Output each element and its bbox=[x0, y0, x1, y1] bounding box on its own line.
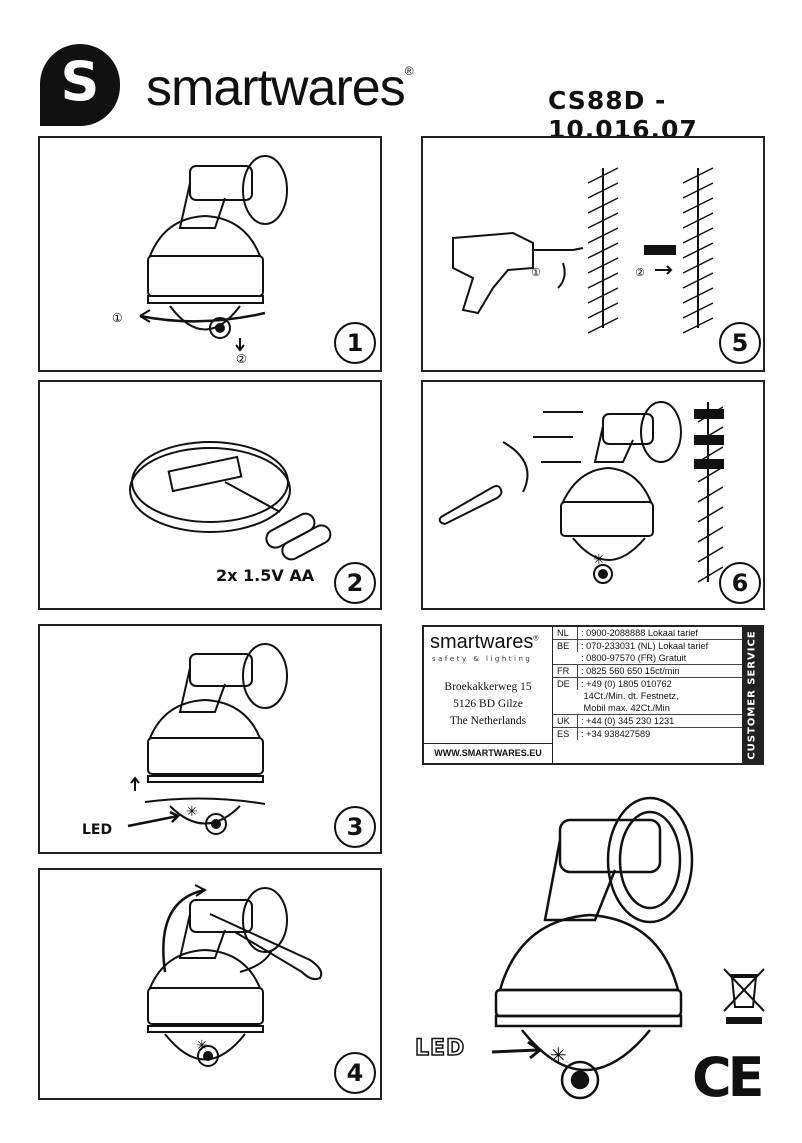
step-number-1: 1 bbox=[334, 322, 376, 364]
svg-text:✳: ✳ bbox=[196, 1038, 208, 1054]
side-label-text: CUSTOMER SERVICE bbox=[746, 630, 758, 760]
svg-text:✳: ✳ bbox=[550, 1043, 567, 1067]
phone-text: : 0825 560 650 15ct/min bbox=[581, 666, 680, 676]
phone-row: 14Ct./Min. dt. Festnetz, bbox=[553, 690, 743, 702]
phone-text: : 0900-2088888 Lokaal tarief bbox=[581, 628, 698, 638]
phone-row: NL: 0900-2088888 Lokaal tarief bbox=[553, 627, 743, 640]
battery-insert-illustration bbox=[129, 441, 332, 561]
card-tagline: safety & lighting bbox=[432, 655, 533, 663]
camera-adjust-angle-illustration: ✳ bbox=[147, 884, 323, 1067]
smartwares-logo-icon: S bbox=[40, 44, 120, 126]
card-left-column: smartwares® safety & lighting Broekakker… bbox=[424, 627, 553, 763]
country-code: BE bbox=[557, 640, 578, 652]
country-code: DE bbox=[557, 678, 578, 690]
step-panel-3: ✳ LED 3 bbox=[38, 624, 382, 854]
brand-registered-mark: ® bbox=[404, 64, 414, 78]
large-camera-drawing: ✳ bbox=[491, 796, 694, 1100]
step1-mark-1: ① bbox=[112, 311, 123, 325]
weee-bin-drawing bbox=[723, 968, 765, 1024]
phone-row: Mobil max. 42Ct./Min bbox=[553, 702, 743, 715]
battery-label: 2x 1.5V AA bbox=[216, 566, 315, 585]
phone-list: NL: 0900-2088888 Lokaal tarief BE: 070-2… bbox=[553, 627, 743, 740]
step-number-5: 5 bbox=[719, 322, 761, 364]
step-number-4: 4 bbox=[334, 1052, 376, 1094]
phone-text: : +49 (0) 1805 010762 bbox=[581, 679, 672, 689]
card-brand-text: smartwares bbox=[430, 631, 534, 653]
phone-text: Mobil max. 42Ct./Min bbox=[581, 703, 670, 713]
country-code: NL bbox=[557, 627, 578, 639]
drill-wall-illustration: ① ② bbox=[452, 167, 714, 334]
step-panel-5: ① ② 5 bbox=[421, 136, 765, 372]
country-code: UK bbox=[557, 715, 578, 727]
step-panel-4: ✳ 4 bbox=[38, 868, 382, 1100]
large-camera-illustration: ✳ LED bbox=[410, 780, 700, 1110]
svg-text:①: ① bbox=[531, 266, 541, 279]
weee-crossed-bin-icon bbox=[720, 965, 768, 1035]
card-brand: smartwares® bbox=[430, 631, 539, 654]
mount-screws-illustration: ✳ bbox=[438, 401, 724, 584]
card-brand-registered: ® bbox=[533, 635, 539, 643]
phone-row: ES: +34 938427589 bbox=[553, 728, 743, 740]
brand-name: smartwares® bbox=[146, 58, 414, 118]
country-code: ES bbox=[557, 728, 578, 740]
ce-mark-icon: CE bbox=[692, 1046, 765, 1109]
phone-row: FR: 0825 560 650 15ct/min bbox=[553, 665, 743, 678]
step1-mark-2: ② bbox=[236, 352, 247, 366]
website-link[interactable]: WWW.SMARTWARES.EU bbox=[424, 743, 552, 758]
phone-text: : 070-233031 (NL) Lokaal tarief bbox=[581, 641, 709, 651]
address-line: 5126 BD Gilze bbox=[453, 698, 523, 710]
svg-text:✳: ✳ bbox=[186, 804, 198, 820]
phone-row: BE: 070-233031 (NL) Lokaal tarief bbox=[553, 640, 743, 652]
phone-row: UK: +44 (0) 345 230 1231 bbox=[553, 715, 743, 728]
step-number-3: 3 bbox=[334, 806, 376, 848]
phone-row: DE: +49 (0) 1805 010762 bbox=[553, 678, 743, 690]
country-code: FR bbox=[557, 665, 578, 677]
customer-service-card: smartwares® safety & lighting Broekakker… bbox=[422, 625, 764, 765]
svg-text:②: ② bbox=[635, 266, 645, 279]
brand-text: smartwares bbox=[146, 59, 406, 117]
customer-service-side-label: CUSTOMER SERVICE bbox=[742, 627, 762, 763]
address-line: Broekakkerweg 15 bbox=[444, 681, 532, 693]
card-address: Broekakkerweg 15 5126 BD Gilze The Nethe… bbox=[424, 679, 552, 730]
phone-text: 14Ct./Min. dt. Festnetz, bbox=[581, 691, 679, 701]
phone-text: : 0800-97570 (FR) Gratuit bbox=[581, 653, 687, 663]
svg-text:✳: ✳ bbox=[593, 552, 605, 568]
phone-text: : +44 (0) 345 230 1231 bbox=[581, 716, 675, 726]
large-led-label: LED bbox=[414, 1035, 466, 1062]
step-panel-1: ① ② 1 bbox=[38, 136, 382, 372]
step-number-2: 2 bbox=[334, 562, 376, 604]
step-number-6: 6 bbox=[719, 562, 761, 604]
step-panel-6: ✳ 6 bbox=[421, 380, 765, 610]
step-panel-2: 2x 1.5V AA 2 bbox=[38, 380, 382, 610]
logo-letter: S bbox=[60, 50, 100, 113]
phone-row: : 0800-97570 (FR) Gratuit bbox=[553, 652, 743, 665]
step3-led-label: LED bbox=[82, 822, 113, 838]
camera-remove-dome-illustration: ① ② bbox=[112, 155, 288, 366]
address-line: The Netherlands bbox=[449, 715, 527, 727]
phone-text: : +34 938427589 bbox=[581, 729, 651, 739]
camera-reattach-dome-illustration: ✳ bbox=[127, 643, 288, 835]
